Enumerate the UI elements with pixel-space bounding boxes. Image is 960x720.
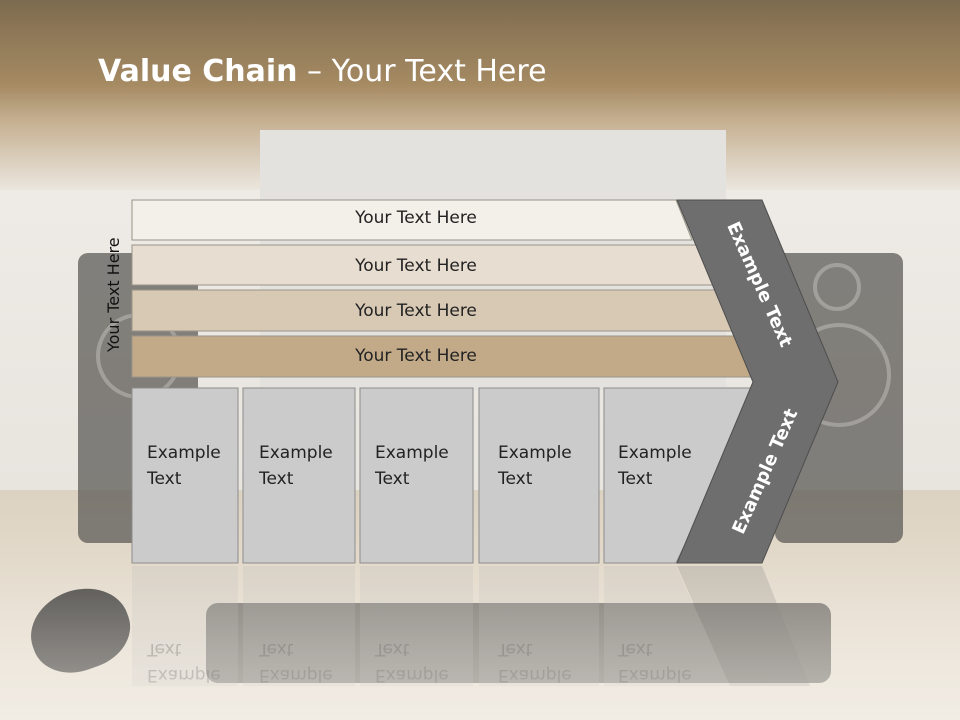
block-1 — [131, 387, 239, 564]
bar-1-label: Your Text Here — [355, 208, 477, 228]
bar-1 — [131, 199, 693, 241]
block-5-line2: Text — [618, 469, 653, 489]
block-4-line2: Text — [498, 469, 533, 489]
block-4 — [478, 387, 600, 564]
block-4-line1: Example — [498, 443, 572, 463]
block-1-line2: Text — [147, 469, 182, 489]
slide-title-bold: Value Chain — [98, 54, 298, 89]
block-2 — [242, 387, 356, 564]
bar-2-label: Your Text Here — [355, 256, 477, 276]
block-3-text: Example Text — [375, 440, 449, 492]
block-2-line2: Text — [259, 469, 294, 489]
block-5-line1: Example — [618, 443, 692, 463]
block-2-text: Example Text — [259, 440, 333, 492]
block-3 — [359, 387, 474, 564]
block-3-line1: Example — [375, 443, 449, 463]
bar-3-label: Your Text Here — [355, 301, 477, 321]
block-5-text: Example Text — [618, 440, 692, 492]
block-1-line1: Example — [147, 443, 221, 463]
background-fade — [0, 560, 960, 720]
block-3-line2: Text — [375, 469, 410, 489]
slide-title: Value Chain – Your Text Here — [98, 54, 547, 89]
speaker-tweeter — [813, 263, 861, 311]
slide-title-rest: – Your Text Here — [297, 54, 547, 89]
bar-4-label: Your Text Here — [355, 346, 477, 366]
block-2-line1: Example — [259, 443, 333, 463]
block-1-text: Example Text — [147, 440, 221, 492]
block-4-text: Example Text — [498, 440, 572, 492]
